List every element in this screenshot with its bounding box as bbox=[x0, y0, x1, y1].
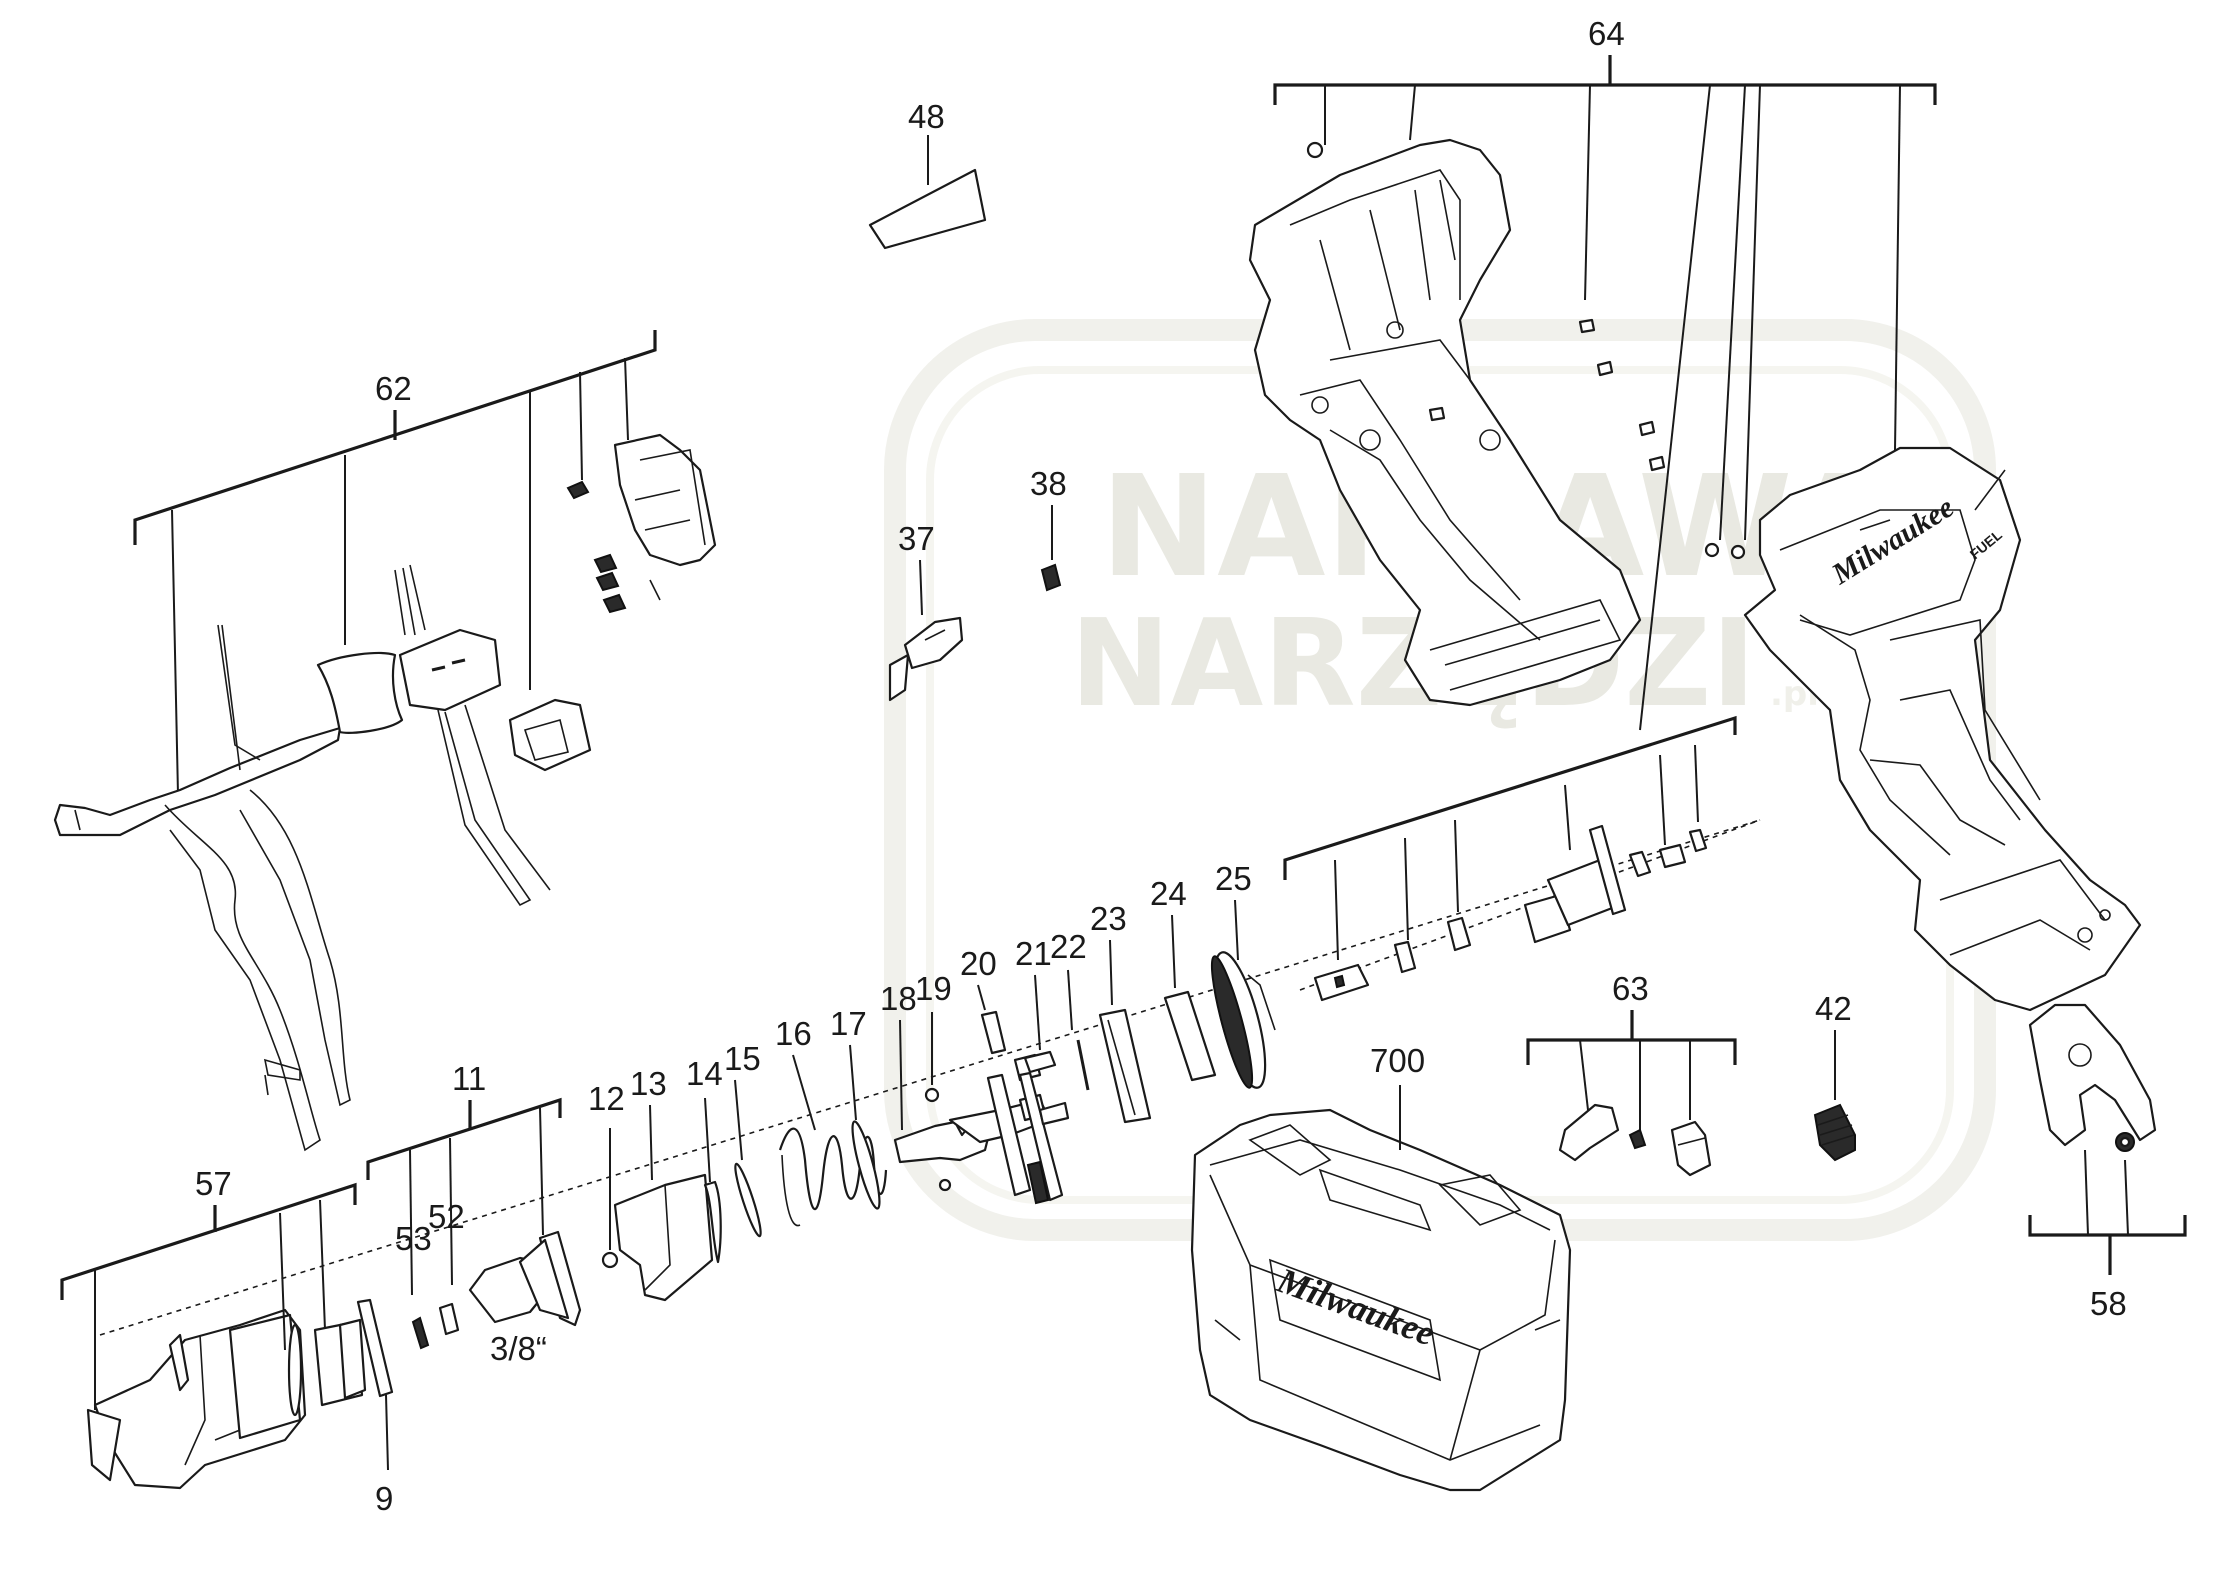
label-19: 19 bbox=[915, 970, 952, 1007]
bracket-62: 62 bbox=[133, 330, 657, 796]
part-62-switch bbox=[394, 564, 551, 907]
part-17-washer: 17 bbox=[830, 1005, 881, 1210]
label-11: 11 bbox=[452, 1060, 486, 1097]
label-20: 20 bbox=[960, 945, 997, 982]
label-25: 25 bbox=[1215, 860, 1252, 897]
part-12-ball: 12 bbox=[588, 1080, 625, 1269]
bracket-11: 11 bbox=[366, 1060, 562, 1296]
assembly-axes bbox=[99, 819, 1761, 1336]
label-18: 18 bbox=[880, 980, 917, 1017]
part-11-anvil: 3/8“ bbox=[468, 1230, 582, 1367]
part-37-clip: 37 bbox=[888, 520, 964, 702]
label-14: 14 bbox=[686, 1055, 723, 1092]
bracket-58: 58 bbox=[2028, 1149, 2187, 1322]
part-62-screws bbox=[566, 480, 627, 614]
part-13-hammer: 13 bbox=[613, 1065, 714, 1302]
bracket-64: 64 bbox=[1273, 15, 1937, 731]
part-48-plate: 48 bbox=[868, 98, 987, 250]
label-12: 12 bbox=[588, 1080, 625, 1117]
part-57-rings bbox=[287, 1318, 367, 1417]
label-13: 13 bbox=[630, 1065, 667, 1102]
part-15-washer: 15 bbox=[724, 1040, 762, 1238]
label-53: 53 bbox=[395, 1220, 432, 1257]
part-62-switch-label bbox=[316, 651, 404, 734]
label-58: 58 bbox=[2090, 1285, 2127, 1322]
part-64-housing-right: Milwaukee FUEL bbox=[1743, 446, 2142, 1012]
part-25-fan: 25 bbox=[1210, 860, 1276, 1089]
part-21-pins: 21 bbox=[1015, 935, 1070, 1126]
label-17: 17 bbox=[830, 1005, 867, 1042]
label-62: 62 bbox=[375, 370, 412, 407]
part-14-balls: 14 bbox=[686, 1055, 723, 1264]
part-64-small-inserts bbox=[1428, 318, 1746, 560]
label-21: 21 bbox=[1015, 935, 1052, 972]
label-48: 48 bbox=[908, 98, 945, 135]
part-62-pcb-and-leads bbox=[53, 624, 351, 1152]
part-700-carry-case: Milwaukee 700 bbox=[1190, 1042, 1572, 1492]
label-52: 52 bbox=[428, 1198, 465, 1235]
part-64-housing-left bbox=[1248, 138, 1642, 707]
part-58-belt-hook bbox=[2028, 1003, 2157, 1152]
label-16: 16 bbox=[775, 1015, 812, 1052]
label-22: 22 bbox=[1050, 928, 1087, 965]
bracket-63: 63 bbox=[1526, 970, 1737, 1130]
label-9: 9 bbox=[375, 1480, 393, 1517]
part-57-gear-housing bbox=[86, 1308, 307, 1490]
bracket-motor bbox=[1283, 715, 1737, 961]
label-24: 24 bbox=[1150, 875, 1187, 912]
label-3-8-drive: 3/8“ bbox=[490, 1330, 547, 1367]
part-62-battery-terminal bbox=[613, 433, 717, 601]
bracket-57: 57 bbox=[60, 1165, 357, 1410]
part-24-spacer: 24 bbox=[1150, 875, 1217, 1082]
label-700: 700 bbox=[1370, 1042, 1425, 1079]
part-42-spring: 42 bbox=[1813, 990, 1856, 1162]
label-57: 57 bbox=[195, 1165, 232, 1202]
part-20-gear-carrier: 20 bbox=[960, 945, 1064, 1205]
part-16-spring: 16 bbox=[775, 1015, 888, 1227]
label-15: 15 bbox=[724, 1040, 761, 1077]
motor-parts bbox=[1313, 824, 1708, 1002]
label-63: 63 bbox=[1612, 970, 1649, 1007]
part-53-pin: 53 bbox=[395, 1220, 432, 1350]
part-62-bracket-clip bbox=[508, 698, 592, 772]
label-64: 64 bbox=[1588, 15, 1625, 52]
label-23: 23 bbox=[1090, 900, 1127, 937]
part-19-ball: 19 bbox=[915, 970, 952, 1103]
label-38: 38 bbox=[1030, 465, 1067, 502]
part-63-parts bbox=[1558, 1103, 1712, 1177]
part-9-washer: 9 bbox=[356, 1298, 393, 1517]
part-52-spring: 52 bbox=[428, 1198, 465, 1336]
part-38-magnet: 38 bbox=[1030, 465, 1067, 592]
label-42: 42 bbox=[1815, 990, 1852, 1027]
label-37: 37 bbox=[898, 520, 935, 557]
part-23-shaft: 23 bbox=[1090, 900, 1152, 1124]
part-22-needle: 22 bbox=[1050, 928, 1090, 1091]
